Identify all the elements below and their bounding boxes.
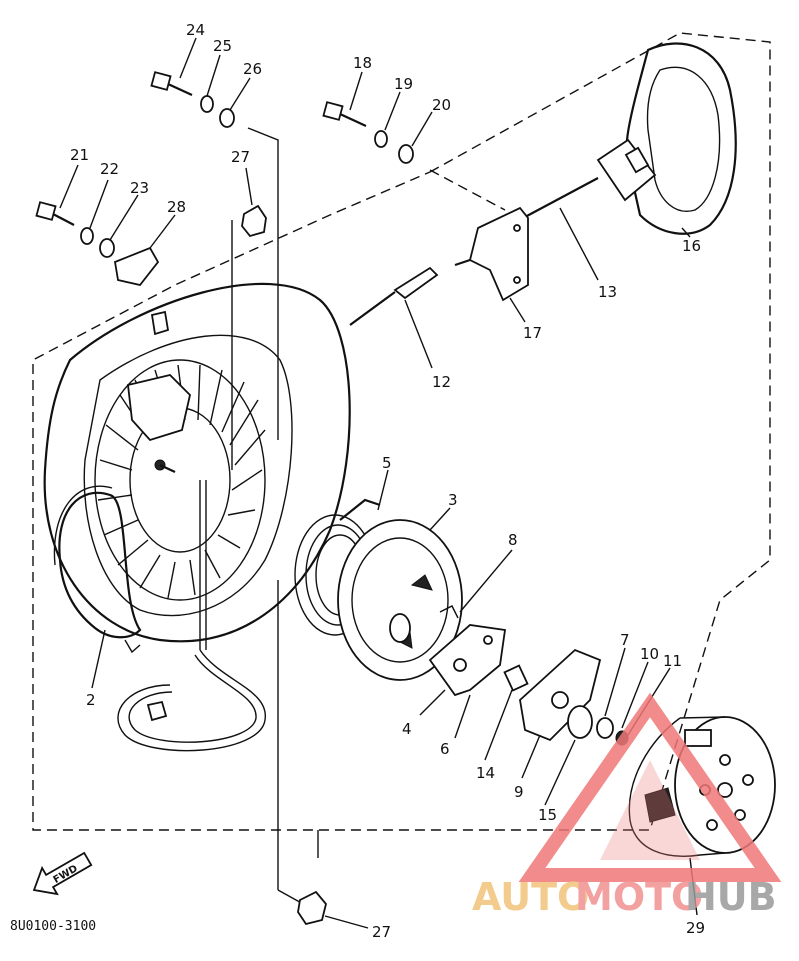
label-26: 26 <box>243 60 262 78</box>
plate-9 <box>519 648 602 742</box>
reel-3 <box>337 519 463 681</box>
label-25: 25 <box>213 37 232 55</box>
label-8: 8 <box>508 531 518 549</box>
leader-26 <box>229 77 251 111</box>
leader-22 <box>89 179 109 229</box>
label-9: 9 <box>514 783 524 801</box>
housing-gasket <box>58 491 142 639</box>
label-3: 3 <box>448 491 458 509</box>
leader-15 <box>544 739 576 806</box>
bolt-21 <box>35 201 75 226</box>
label-4: 4 <box>402 720 412 738</box>
label-5: 5 <box>382 454 392 472</box>
fwd-arrow-icon: FWD <box>32 851 93 896</box>
label-21: 21 <box>70 146 89 164</box>
pulley-29 <box>628 716 776 857</box>
assembly-boundary <box>32 32 771 831</box>
leader-8 <box>459 549 513 613</box>
leader-29 <box>689 857 698 916</box>
label-12: 12 <box>432 373 451 391</box>
label-17: 17 <box>523 324 542 342</box>
label-27-bottom: 27 <box>372 923 391 941</box>
brand-moto: MOTO <box>575 875 703 919</box>
label-11: 11 <box>663 652 682 670</box>
label-14: 14 <box>476 764 495 782</box>
gasket-edge <box>53 485 113 566</box>
leader-7 <box>604 647 626 717</box>
label-24: 24 <box>186 21 205 39</box>
label-29: 29 <box>686 919 705 937</box>
leader-25 <box>206 54 221 97</box>
triangle-logo-icon <box>518 692 782 882</box>
washer-25 <box>200 95 214 113</box>
label-7: 7 <box>620 631 630 649</box>
starter-housing <box>43 282 351 643</box>
leader-24 <box>179 37 197 79</box>
leader-21 <box>59 164 79 209</box>
nut-27-bottom <box>297 890 327 926</box>
label-13: 13 <box>598 283 617 301</box>
bolt-18 <box>322 101 367 127</box>
washer-19 <box>374 130 388 148</box>
leader-13 <box>559 207 599 281</box>
leader-6 <box>454 694 471 739</box>
leader-9 <box>521 734 541 779</box>
label-20: 20 <box>432 96 451 114</box>
bolt-guide-line <box>247 127 279 440</box>
bolt-24 <box>150 71 193 96</box>
drawing-code: 8U0100-3100 <box>10 919 96 934</box>
label-2: 2 <box>86 691 96 709</box>
label-27-top: 27 <box>231 148 250 166</box>
rope-loop <box>117 649 266 752</box>
plate-28 <box>113 246 160 287</box>
washer-23 <box>99 238 115 258</box>
nut-27-top <box>241 204 267 238</box>
leader-28 <box>149 214 176 249</box>
rope-knot <box>146 700 168 722</box>
leader-18 <box>349 71 363 111</box>
leader-20 <box>411 111 433 147</box>
leader-27-top <box>245 167 253 206</box>
brand-auto: AUTO <box>472 875 589 919</box>
leader-10 <box>621 661 649 729</box>
pawl-4 <box>428 624 507 697</box>
washer-22 <box>80 227 94 245</box>
leader-3 <box>429 507 451 531</box>
leader-12 <box>404 299 433 369</box>
label-28: 28 <box>167 198 186 216</box>
rope-guide-bracket <box>454 206 529 302</box>
watermark-logo: AUTO MOTO HUB <box>472 692 782 919</box>
housing-latch <box>127 310 191 473</box>
washer-15 <box>567 705 593 739</box>
label-23: 23 <box>130 179 149 197</box>
washer-26 <box>219 108 235 128</box>
washer-20 <box>398 144 414 164</box>
leader-19 <box>384 91 401 131</box>
hook-leader-dash <box>429 169 506 211</box>
starter-handle <box>509 42 737 235</box>
label-10: 10 <box>640 645 659 663</box>
label-15: 15 <box>538 806 557 824</box>
label-16: 16 <box>682 237 701 255</box>
label-22: 22 <box>100 160 119 178</box>
spring-14 <box>503 664 529 692</box>
leader-17 <box>509 297 526 323</box>
spring-8 <box>439 605 459 619</box>
leader-27-bottom <box>324 915 369 929</box>
label-18: 18 <box>353 54 372 72</box>
leader-2 <box>91 629 106 689</box>
washer-7 <box>596 717 614 739</box>
leader-14 <box>484 689 513 761</box>
housing-tab <box>124 639 141 654</box>
leader-23 <box>109 194 139 241</box>
brand-hub: HUB <box>685 875 777 919</box>
label-19: 19 <box>394 75 413 93</box>
leader-4 <box>419 689 446 716</box>
leader-5 <box>377 469 389 511</box>
label-6: 6 <box>440 740 450 758</box>
leader-16 <box>681 227 691 238</box>
rope-pin <box>349 266 439 326</box>
